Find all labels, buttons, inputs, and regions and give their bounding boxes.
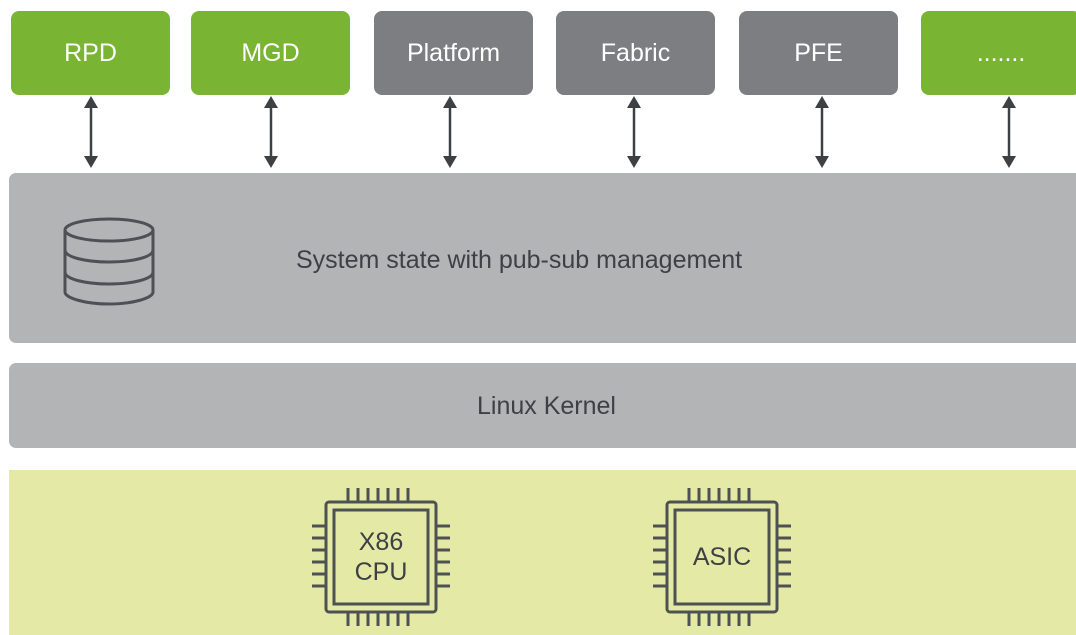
module-pfe: PFE bbox=[739, 11, 898, 95]
double-arrow-icon bbox=[264, 96, 278, 168]
chip-icon bbox=[653, 488, 791, 626]
system-state-band: System state with pub-sub management bbox=[9, 173, 1076, 343]
kernel-band: Linux Kernel bbox=[9, 363, 1076, 448]
module-label: RPD bbox=[64, 38, 117, 67]
asic-chip: ASIC bbox=[647, 482, 797, 632]
module-mgd: MGD bbox=[191, 11, 350, 95]
system-state-label: System state with pub-sub management bbox=[296, 246, 743, 274]
cpu-label-line1: X86 bbox=[358, 528, 404, 556]
asic-label: ASIC bbox=[692, 543, 752, 571]
double-arrow-icon bbox=[1002, 96, 1016, 168]
module-fabric: Fabric bbox=[556, 11, 715, 95]
double-arrow-icon bbox=[443, 96, 457, 168]
module-platform: Platform bbox=[374, 11, 533, 95]
double-arrow-icon bbox=[815, 96, 829, 168]
double-arrow-icon bbox=[84, 96, 98, 168]
module-label: Platform bbox=[406, 38, 501, 67]
kernel-label: Linux Kernel bbox=[477, 392, 616, 420]
module-label: PFE bbox=[794, 38, 843, 67]
hardware-band: X86 CPU ASIC bbox=[9, 470, 1076, 635]
module-label: ....... bbox=[976, 38, 1026, 67]
chip-icon bbox=[312, 488, 450, 626]
double-arrow-icon bbox=[627, 96, 641, 168]
cpu-label-line2: CPU bbox=[354, 558, 408, 586]
database-icon bbox=[63, 217, 155, 306]
module-label: MGD bbox=[241, 38, 300, 67]
module-more: ....... bbox=[921, 11, 1076, 95]
module-rpd: RPD bbox=[11, 11, 170, 95]
cpu-chip: X86 CPU bbox=[306, 482, 456, 632]
module-label: Fabric bbox=[600, 38, 671, 67]
